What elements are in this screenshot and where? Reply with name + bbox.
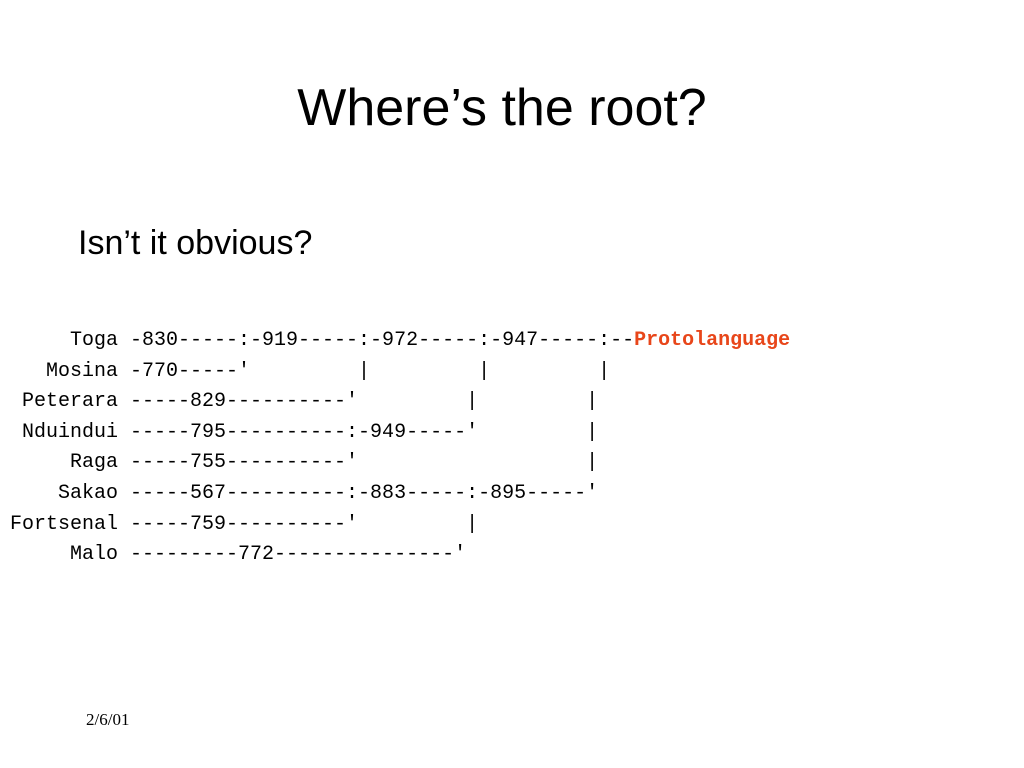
slide-title: Where’s the root? xyxy=(297,79,707,137)
slide-subtitle: Isn’t it obvious? xyxy=(78,224,313,262)
tree-row-malo: Malo ---------772---------------' xyxy=(10,543,467,567)
root-label: Protolanguage xyxy=(634,329,791,352)
footer-date: 2/6/01 xyxy=(86,710,130,729)
tree-row-text: Toga -830-----:-919-----:-972-----:-947-… xyxy=(10,329,635,352)
tree-row-fortsenal: Fortsenal -----759----------' | xyxy=(10,512,479,536)
tree-row-toga: Toga -830-----:-919-----:-972-----:-947-… xyxy=(10,326,790,357)
tree-row-nduindui: Nduindui -----795----------:-949-----' | xyxy=(10,420,599,444)
tree-row-raga: Raga -----755----------' | xyxy=(10,451,599,475)
tree-row-sakao: Sakao -----567----------:-883-----:-895-… xyxy=(10,481,599,505)
tree-row-peterara: Peterara -----829----------' | | xyxy=(10,390,599,414)
tree-row-mosina: Mosina -770-----' | | | xyxy=(10,359,611,383)
ascii-tree: Toga -830-----:-919-----:-972-----:-947-… xyxy=(10,326,790,571)
